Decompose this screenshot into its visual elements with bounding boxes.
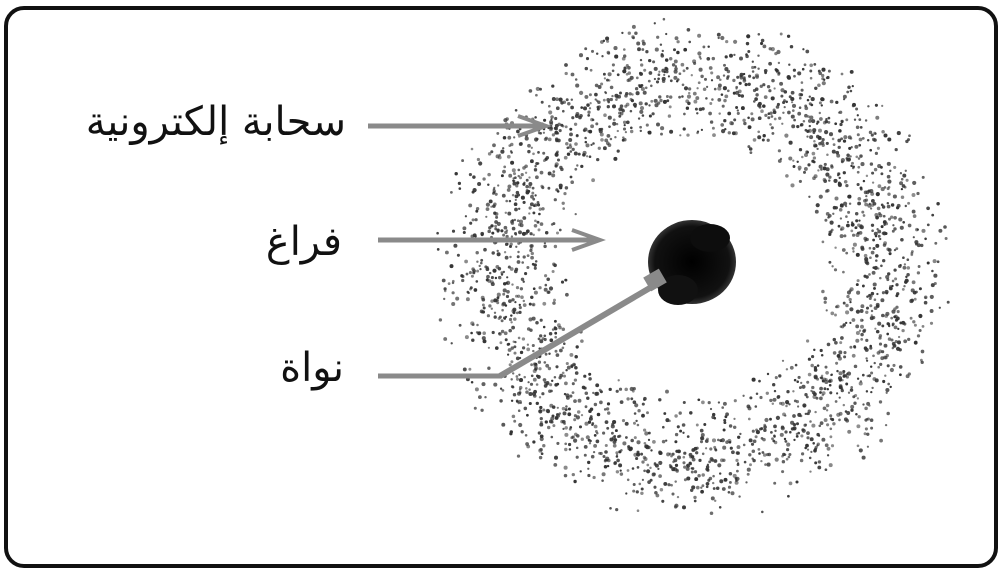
label-nucleus: نواة: [280, 348, 344, 388]
label-electron-cloud: سحابة إلكترونية: [86, 102, 346, 142]
label-gap: فراغ: [266, 222, 342, 262]
arrow-electron-cloud: [368, 116, 546, 136]
pointer-nucleus: [378, 269, 667, 376]
nucleus: [648, 220, 736, 305]
